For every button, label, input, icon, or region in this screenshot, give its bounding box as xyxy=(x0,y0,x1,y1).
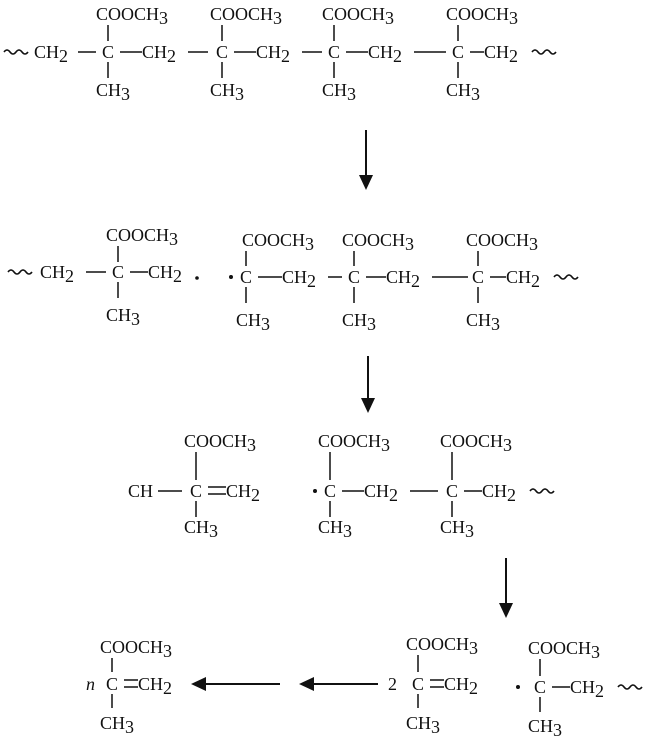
quaternary-carbon: C xyxy=(106,674,118,694)
methyl-group: CH3 xyxy=(100,713,134,737)
quaternary-carbon: C xyxy=(452,42,464,62)
reaction-arrow-left xyxy=(191,677,280,691)
wavy-bond-chain-end xyxy=(529,488,555,494)
ch2-group: CH2 xyxy=(364,481,398,505)
methyl-group: CH3 xyxy=(342,310,376,334)
row-polymer-chain: CH2 COOCH3 C CH3 CH2 COOCH3 C CH3 CH2 CO… xyxy=(3,4,557,104)
quaternary-carbon: C xyxy=(112,262,124,282)
methyl-group: CH3 xyxy=(322,80,356,104)
ch2-group: CH2 xyxy=(142,42,176,66)
ch2-group: CH2 xyxy=(484,42,518,66)
row-monomer-release: CH COOCH3 C CH3 CH2 COOCH3 C CH3 CH2 COO… xyxy=(128,431,555,541)
reaction-arrow-down xyxy=(359,130,373,190)
ch2-group: CH2 xyxy=(282,267,316,291)
methyl-group: CH3 xyxy=(184,517,218,541)
ch2-group: CH2 xyxy=(148,262,182,286)
ester-group: COOCH3 xyxy=(528,638,600,662)
ester-group: COOCH3 xyxy=(96,4,168,28)
wavy-bond-chain-end xyxy=(3,49,29,55)
methyl-group: CH3 xyxy=(236,310,270,334)
ester-group: COOCH3 xyxy=(184,431,256,455)
quaternary-carbon: C xyxy=(534,677,546,697)
ester-group: COOCH3 xyxy=(242,230,314,254)
row-products: n COOCH3 C CH3 CH2 2 COOCH3 C CH3 CH2 CO… xyxy=(86,634,643,740)
quaternary-carbon: C xyxy=(446,481,458,501)
methyl-group: CH3 xyxy=(446,80,480,104)
ch-group: CH xyxy=(128,481,153,501)
ch2-group: CH2 xyxy=(138,674,172,698)
methyl-group: CH3 xyxy=(466,310,500,334)
ester-group: COOCH3 xyxy=(466,230,538,254)
methyl-group: CH3 xyxy=(440,517,474,541)
ch2-group: CH2 xyxy=(444,674,478,698)
quaternary-carbon: C xyxy=(328,42,340,62)
ch2-group: CH2 xyxy=(256,42,290,66)
methyl-group: CH3 xyxy=(96,80,130,104)
quaternary-carbon: C xyxy=(216,42,228,62)
reaction-arrow-down xyxy=(361,356,375,413)
ch2-group: CH2 xyxy=(226,481,260,505)
ch2-group: CH2 xyxy=(34,42,68,66)
methyl-group: CH3 xyxy=(406,713,440,737)
methyl-group: CH3 xyxy=(210,80,244,104)
ch2-group: CH2 xyxy=(570,677,604,701)
wavy-bond-chain-end xyxy=(617,684,643,690)
ester-group: COOCH3 xyxy=(406,634,478,658)
ester-group: COOCH3 xyxy=(210,4,282,28)
ch2-group: CH2 xyxy=(386,267,420,291)
coefficient-two: 2 xyxy=(388,674,397,694)
methyl-group: CH3 xyxy=(528,716,562,740)
ester-group: COOCH3 xyxy=(446,4,518,28)
wavy-bond-chain-end xyxy=(531,49,557,55)
ester-group: COOCH3 xyxy=(318,431,390,455)
ch2-group: CH2 xyxy=(482,481,516,505)
quaternary-carbon: C xyxy=(102,42,114,62)
radical-dot xyxy=(229,275,233,279)
quaternary-carbon: C xyxy=(240,267,252,287)
radical-dot xyxy=(313,489,317,493)
wavy-bond-chain-end xyxy=(553,274,579,280)
ch2-group: CH2 xyxy=(40,262,74,286)
coefficient-n: n xyxy=(86,674,95,694)
radical-dot xyxy=(516,685,520,689)
reaction-arrow-left xyxy=(299,677,378,691)
ester-group: COOCH3 xyxy=(440,431,512,455)
ester-group: COOCH3 xyxy=(106,225,178,249)
ester-group: COOCH3 xyxy=(322,4,394,28)
quaternary-carbon: C xyxy=(190,481,202,501)
methyl-group: CH3 xyxy=(106,305,140,329)
reaction-arrow-down xyxy=(499,558,513,618)
quaternary-carbon: C xyxy=(324,481,336,501)
quaternary-carbon: C xyxy=(472,267,484,287)
radical-dot xyxy=(195,276,199,280)
wavy-bond-chain-end xyxy=(7,269,33,275)
ch2-group: CH2 xyxy=(506,267,540,291)
ester-group: COOCH3 xyxy=(342,230,414,254)
quaternary-carbon: C xyxy=(412,674,424,694)
row-chain-scission: CH2 COOCH3 C CH3 CH2 COOCH3 C CH3 CH2 CO… xyxy=(7,225,579,334)
quaternary-carbon: C xyxy=(348,267,360,287)
ch2-group: CH2 xyxy=(368,42,402,66)
ester-group: COOCH3 xyxy=(100,637,172,661)
methyl-group: CH3 xyxy=(318,517,352,541)
